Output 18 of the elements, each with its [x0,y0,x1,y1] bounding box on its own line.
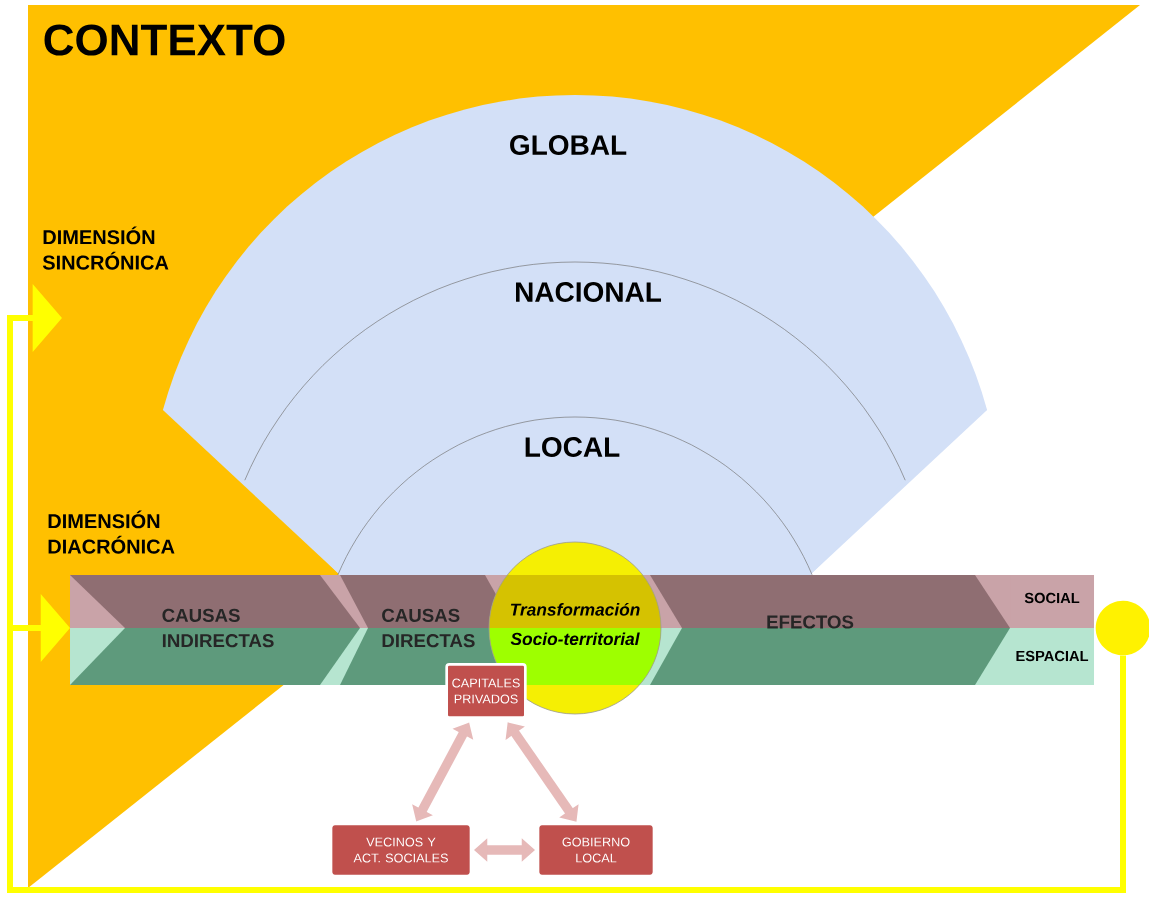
band-segment: SOCIAL [1010,575,1094,621]
node-label: EFECTOS [767,615,854,629]
node-label: CAUSAS [382,608,460,622]
stage-band: CAUSAS INDIRECTAS [70,575,360,685]
node-label: NACIONAL [516,282,662,302]
actor-box: CAPITALES PRIVADOS [445,663,527,719]
node-label: CAUSAS [162,608,240,622]
title: CONTEXTO [44,24,285,56]
connector-arrow [505,722,579,822]
node-label: INDIRECTAS [162,634,274,648]
actor-box: VECINOS Y ACT. SOCIALES [332,825,470,875]
actor-box: GOBIERNO LOCAL [539,825,653,875]
band-segment: ESPACIAL [1010,633,1094,679]
arc-band: LOCAL [337,416,813,576]
connector-arrow [474,838,535,862]
connector-line [7,628,1126,893]
stage-band: EFECTOS [650,575,1010,685]
node-label: LOCAL [525,437,620,457]
